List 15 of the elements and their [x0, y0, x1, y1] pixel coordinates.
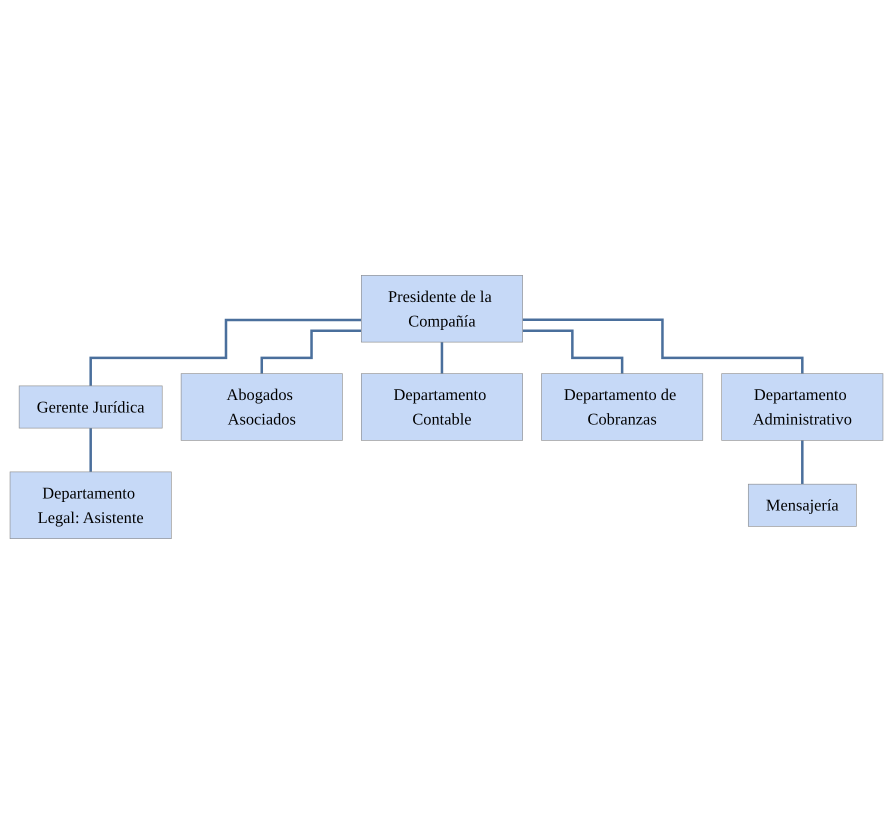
connector	[522, 329, 624, 375]
node-box: Mensajería	[748, 484, 857, 527]
connector	[522, 318, 804, 375]
connector	[440, 340, 444, 375]
node-box: Departamento Contable	[361, 373, 523, 441]
node-box: Presidente de la Compañía	[361, 275, 523, 342]
connector	[89, 318, 362, 388]
connector	[801, 439, 804, 486]
node-box: Departamento Legal: Asistente	[10, 472, 172, 539]
node-box: Departamento Administrativo	[721, 373, 884, 441]
connector	[89, 426, 92, 474]
connector	[260, 329, 362, 375]
node-box: Departamento de Cobranzas	[541, 373, 704, 441]
node-box: Gerente Jurídica	[18, 386, 163, 428]
node-box: Abogados Asociados	[180, 373, 343, 441]
